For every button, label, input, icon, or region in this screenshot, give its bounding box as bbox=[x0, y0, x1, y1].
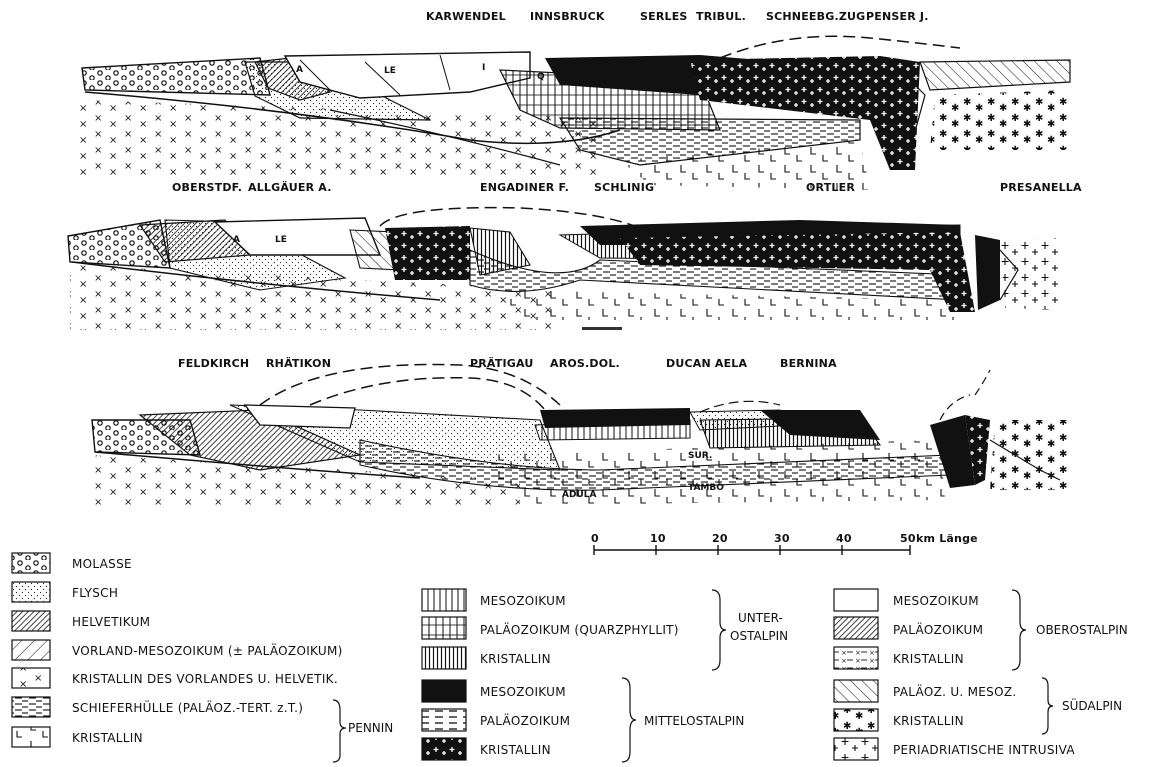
mark-i-1: I bbox=[482, 63, 485, 73]
legend-vorland-crystalline: KRISTALLIN DES VORLANDES U. HELVETIK. bbox=[72, 672, 338, 686]
label-innsbruck: INNSBRUCK bbox=[530, 10, 605, 23]
group-pennin: PENNIN bbox=[348, 721, 393, 735]
label-bernina: BERNINA bbox=[780, 357, 837, 370]
legend-swatch-mo-crystalline bbox=[422, 738, 466, 760]
scale-tick-50: 50 bbox=[900, 532, 916, 545]
legend-vorland-meso: VORLAND-MESOZOIKUM (± PALÄOZOIKUM) bbox=[72, 643, 343, 658]
legend-pennin-crystalline: KRISTALLIN bbox=[72, 731, 143, 745]
label-rhatikon: RHÄTIKON bbox=[266, 356, 331, 370]
mark-adula: ADULA bbox=[562, 490, 596, 500]
legend-swatch-vorland-crystalline bbox=[12, 668, 50, 688]
profile-feldkirch-bernina: SUR. TAMBO ADULA FELDKIRCH RHÄTIKON PRÄT… bbox=[90, 356, 1070, 505]
periadriatic-intrusiva-area-2 bbox=[1000, 238, 1060, 310]
mittelostalpin-meso-area-3 bbox=[540, 408, 690, 428]
legend-molasse: MOLASSE bbox=[72, 557, 132, 571]
group-unterostalpin-line1: UNTER- bbox=[738, 611, 783, 625]
label-penser: PENSER J. bbox=[866, 10, 929, 23]
legend-mo-meso: MESOZOIKUM bbox=[480, 685, 566, 699]
legend-swatch-periadriatic bbox=[834, 738, 878, 760]
legend-mo-crystalline: KRISTALLIN bbox=[480, 743, 551, 757]
mark-q-1: Q bbox=[537, 72, 545, 82]
mark-le-2: LE bbox=[275, 235, 287, 245]
legend-swatch-uo-pal bbox=[422, 617, 466, 639]
scale-tick-0: 0 bbox=[591, 532, 599, 545]
scale-unit: km Länge bbox=[916, 532, 978, 545]
legend-sa-crystalline: KRISTALLIN bbox=[893, 714, 964, 728]
group-sudalpin: SÜDALPIN bbox=[1062, 697, 1122, 713]
legend-uo-crystalline: KRISTALLIN bbox=[480, 652, 551, 666]
label-schlinig: SCHLINIG bbox=[594, 181, 654, 194]
legend-periadriatic: PERIADRIATISCHE INTRUSIVA bbox=[893, 743, 1075, 757]
profile-karwendel-penser: A LE I Q KARWENDEL INNSBRUCK SERLES TRIB… bbox=[80, 10, 1070, 190]
scale-bar: 0 10 20 30 40 50 km Länge bbox=[591, 532, 978, 555]
mark-le-1: LE bbox=[384, 66, 396, 76]
label-ducan: DUCAN AELA bbox=[666, 357, 748, 370]
group-mittelostalpin: MITTELOSTALPIN bbox=[644, 714, 744, 728]
profile-oberstdorf-presanella: A LE OBERSTDF. ALLGÄUER A. ENGADINER F. … bbox=[68, 180, 1082, 330]
label-karwendel: KARWENDEL bbox=[426, 10, 506, 23]
legend-swatch-vorland-meso bbox=[12, 640, 50, 660]
legend-swatch-schieferhulle bbox=[12, 697, 50, 717]
legend-uo-meso: MESOZOIKUM bbox=[480, 594, 566, 608]
mark-a-2: A bbox=[233, 235, 240, 245]
sudalpin-pal-meso-area bbox=[920, 60, 1070, 90]
label-engadiner: ENGADINER F. bbox=[480, 181, 569, 194]
group-unterostalpin-line2: OSTALPIN bbox=[730, 629, 788, 643]
legend-oo-crystalline: KRISTALLIN bbox=[893, 652, 964, 666]
label-allgauer: ALLGÄUER A. bbox=[248, 180, 332, 194]
legend-sa-pal-meso: PALÄOZ. U. MESOZ. bbox=[893, 684, 1016, 699]
legend-swatch-oo-meso bbox=[834, 589, 878, 611]
legend-swatch-oo-crystalline bbox=[834, 647, 878, 669]
molasse-area bbox=[82, 58, 270, 95]
legend-mo-pal: PALÄOZOIKUM bbox=[480, 713, 570, 728]
scale-tick-20: 20 bbox=[712, 532, 728, 545]
label-pratigau: PRÄTIGAU bbox=[470, 356, 534, 370]
legend-swatch-molasse bbox=[12, 553, 50, 573]
brace-sudalpin bbox=[1042, 678, 1053, 734]
brace-pennin bbox=[333, 700, 346, 762]
scale-tick-10: 10 bbox=[650, 532, 666, 545]
label-tribul: TRIBUL. bbox=[696, 10, 746, 23]
legend-swatch-sa-crystalline bbox=[834, 709, 878, 731]
mark-tambo: TAMBO bbox=[688, 483, 724, 493]
legend-helvetikum: HELVETIKUM bbox=[72, 615, 150, 629]
label-ortler: ORTLER bbox=[806, 181, 855, 194]
legend-oo-meso: MESOZOIKUM bbox=[893, 594, 979, 608]
legend-swatch-mo-meso bbox=[422, 680, 466, 702]
label-schneebg: SCHNEEBG.ZUG bbox=[766, 10, 865, 23]
scale-tick-40: 40 bbox=[836, 532, 852, 545]
label-feldkirch: FELDKIRCH bbox=[178, 357, 249, 370]
legend-flysch: FLYSCH bbox=[72, 586, 118, 600]
mittelostalpin-crystalline-area-2 bbox=[385, 226, 470, 280]
brace-unterostalpin bbox=[712, 590, 726, 670]
label-arosdol: AROS.DOL. bbox=[550, 357, 620, 370]
sudalpin-crystalline-area bbox=[930, 90, 1070, 150]
legend-swatch-oo-pal bbox=[834, 617, 878, 639]
group-oberostalpin: OBEROSTALPIN bbox=[1036, 623, 1128, 637]
mark-sur: SUR. bbox=[688, 451, 712, 461]
legend-swatch-pennin-crystalline bbox=[12, 727, 50, 747]
legend-swatch-helvetikum bbox=[12, 611, 50, 631]
brace-mittelostalpin bbox=[622, 678, 636, 762]
label-oberstdf: OBERSTDF. bbox=[172, 181, 242, 194]
legend-swatch-flysch bbox=[12, 582, 50, 602]
legend-schieferhulle: SCHIEFERHÜLLE (PALÄOZ.-TERT. z.T.) bbox=[72, 699, 303, 715]
label-presanella: PRESANELLA bbox=[1000, 181, 1082, 194]
mark-a-1: A bbox=[296, 65, 303, 75]
legend-swatch-mo-pal bbox=[422, 709, 466, 731]
brace-oberostalpin bbox=[1012, 590, 1026, 670]
legend-swatch-sa-pal-meso bbox=[834, 680, 878, 702]
label-serles: SERLES bbox=[640, 10, 688, 23]
legend: MOLASSE FLYSCH HELVETIKUM VORLAND-MESOZO… bbox=[12, 553, 1128, 762]
legend-swatch-uo-meso bbox=[422, 589, 466, 611]
legend-oo-pal: PALÄOZOIKUM bbox=[893, 622, 983, 637]
legend-uo-pal: PALÄOZOIKUM (QUARZPHYLLIT) bbox=[480, 622, 679, 637]
scale-tick-30: 30 bbox=[774, 532, 790, 545]
legend-swatch-uo-crystalline bbox=[422, 647, 466, 669]
